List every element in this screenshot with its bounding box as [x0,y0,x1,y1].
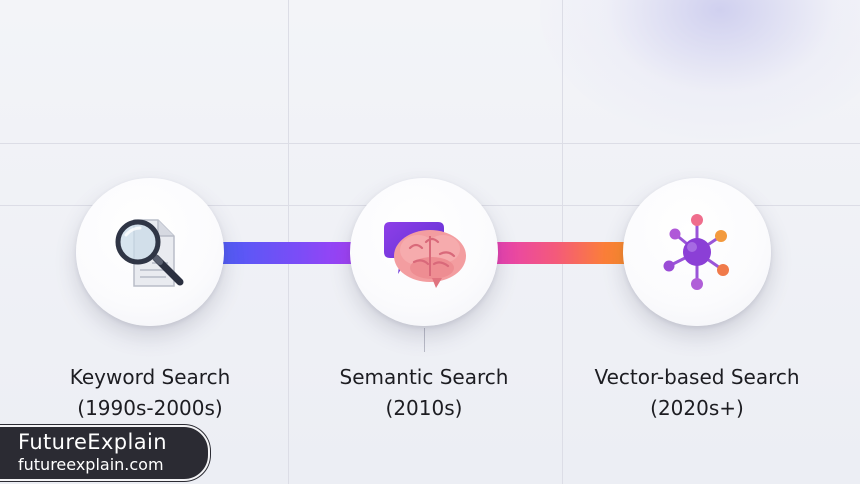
stage-label-keyword-search: Keyword Search (1990s-2000s) [0,362,300,424]
brain-speech-bubble-icon [384,222,466,288]
stage-period: (2020s+) [650,396,744,420]
brand-url: futureexplain.com [18,455,164,474]
stage-period: (2010s) [385,396,463,420]
stage-label-vector-search: Vector-based Search (2020s+) [547,362,847,424]
brand-name: FutureExplain [18,430,167,454]
network-hub-icon [663,214,729,290]
stage-node-keyword-search [76,178,224,326]
timeline-stem [424,328,425,352]
stage-title: Vector-based Search [594,365,800,389]
background-glow [540,0,860,140]
grid-line [0,143,860,144]
timeline-connector-1 [220,242,356,264]
timeline-connector-2 [495,242,631,264]
brand-badge[interactable]: FutureExplain futureexplain.com [0,425,210,481]
stage-label-semantic-search: Semantic Search (2010s) [274,362,574,424]
stage-title: Keyword Search [69,365,231,389]
magnifier-document-icon [115,219,184,287]
stage-period: (1990s-2000s) [77,396,223,420]
stage-node-semantic-search [350,178,498,326]
stage-node-vector-search [623,178,771,326]
stage-title: Semantic Search [339,365,509,389]
